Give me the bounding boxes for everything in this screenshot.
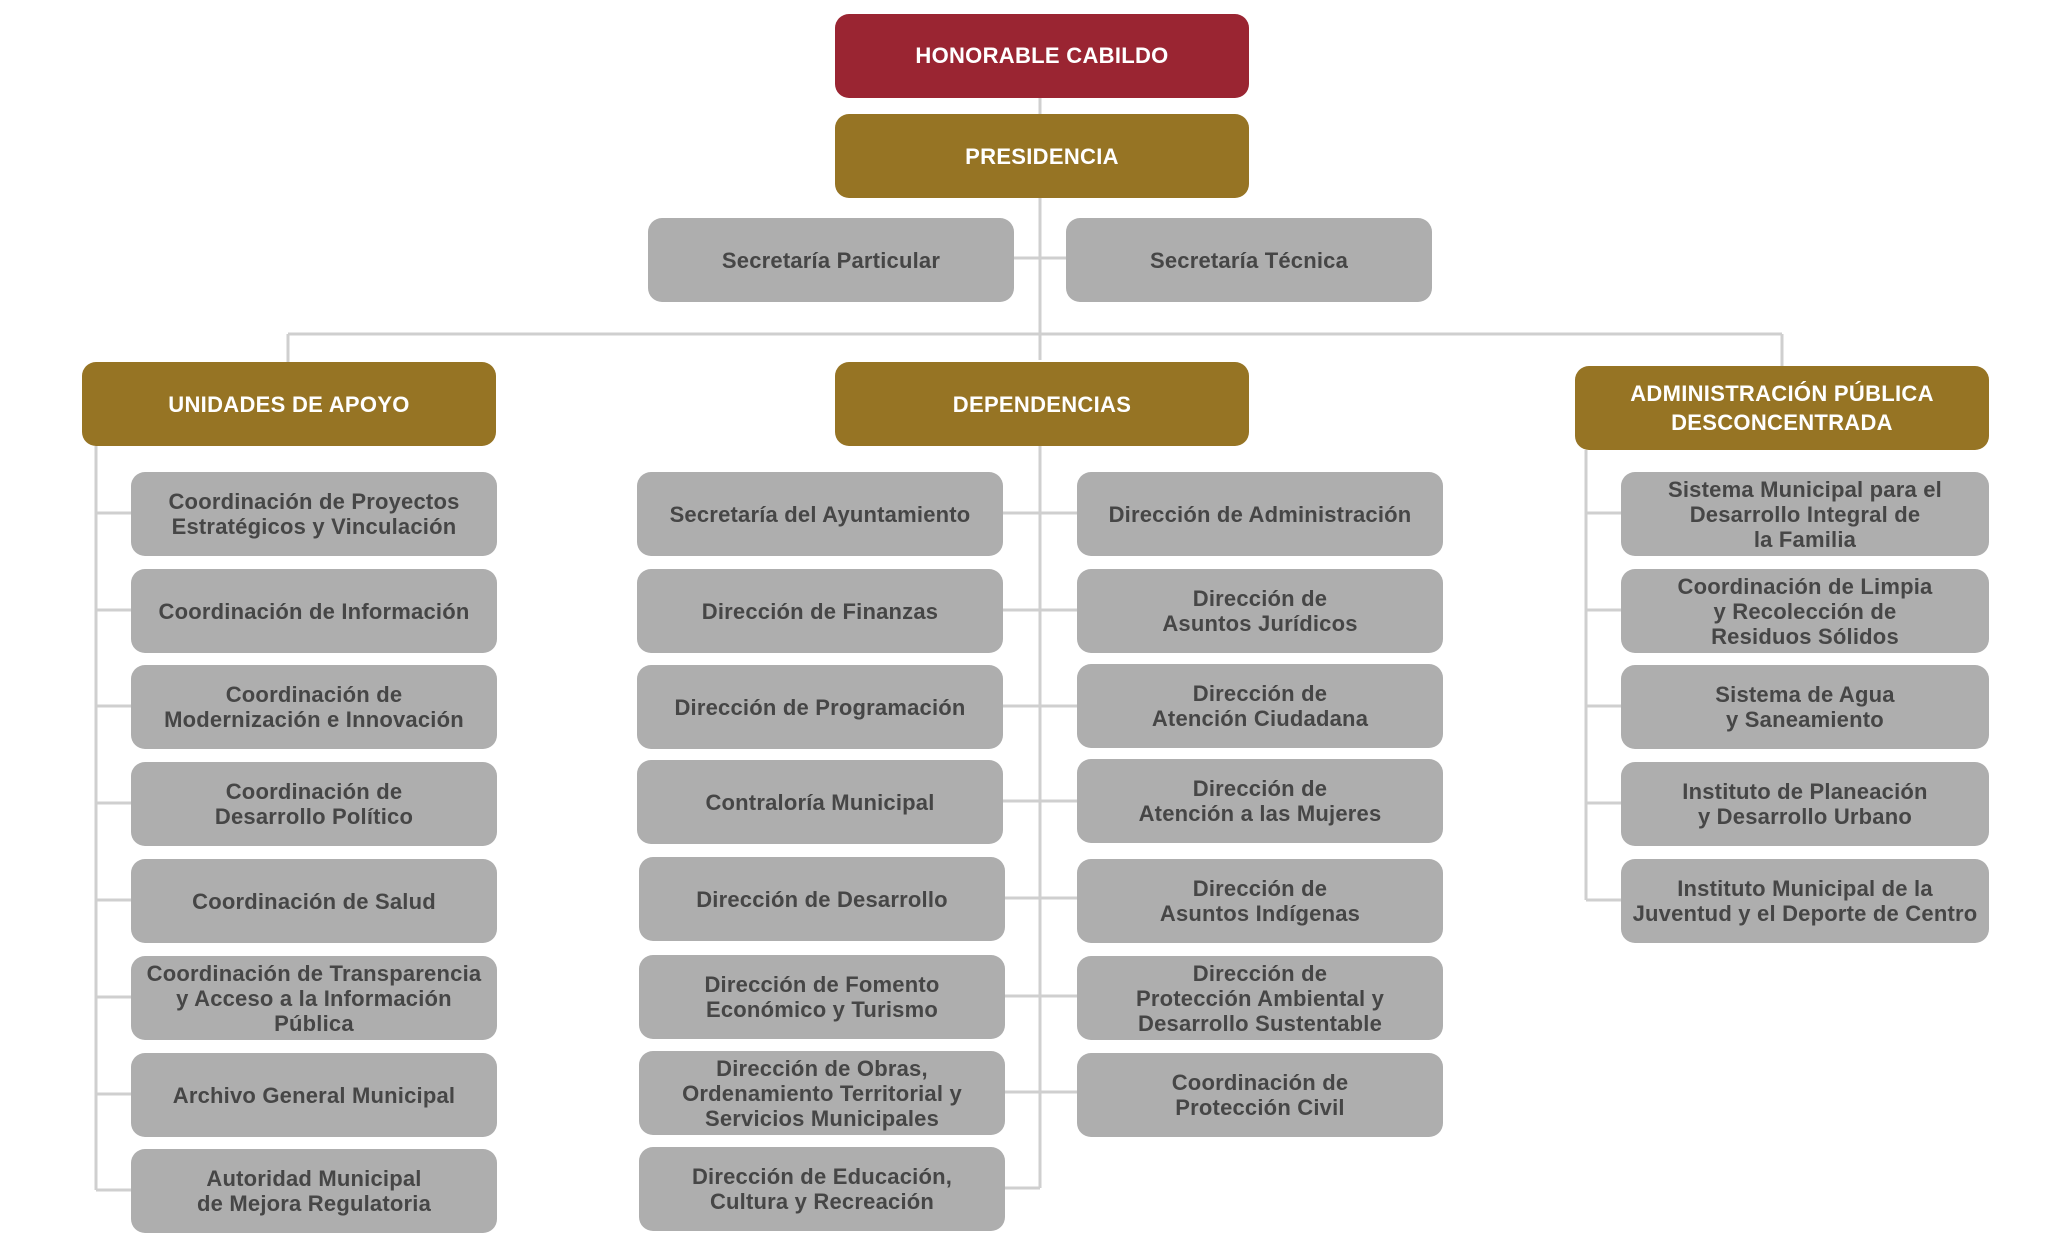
dependencia-item: Contraloría Municipal bbox=[637, 760, 1003, 844]
dependencia-item: Dirección de Educación, Cultura y Recrea… bbox=[639, 1147, 1005, 1231]
dependencia-item: Dirección de Desarrollo bbox=[639, 857, 1005, 941]
dependencia-item: Dirección de Atención a las Mujeres bbox=[1077, 759, 1443, 843]
unidad-item: Coordinación de Desarrollo Político bbox=[131, 762, 497, 846]
dependencias-header: DEPENDENCIAS bbox=[835, 362, 1249, 446]
unidad-item: Archivo General Municipal bbox=[131, 1053, 497, 1137]
dependencia-item: Dirección de Protección Ambiental y Desa… bbox=[1077, 956, 1443, 1040]
unidad-item: Coordinación de Modernización e Innovaci… bbox=[131, 665, 497, 749]
honorable-cabildo-box: HONORABLE CABILDO bbox=[835, 14, 1249, 98]
desconcentrada-item: Sistema de Agua y Saneamiento bbox=[1621, 665, 1989, 749]
dependencia-item: Coordinación de Protección Civil bbox=[1077, 1053, 1443, 1137]
secretaria-particular-box: Secretaría Particular bbox=[648, 218, 1014, 302]
desconcentrada-item: Sistema Municipal para el Desarrollo Int… bbox=[1621, 472, 1989, 556]
unidad-item: Coordinación de Transparencia y Acceso a… bbox=[131, 956, 497, 1040]
dependencia-item: Dirección de Atención Ciudadana bbox=[1077, 664, 1443, 748]
dependencia-item: Dirección de Programación bbox=[637, 665, 1003, 749]
desconcentrada-item: Coordinación de Limpia y Recolección de … bbox=[1621, 569, 1989, 653]
dependencia-item: Dirección de Obras, Ordenamiento Territo… bbox=[639, 1051, 1005, 1135]
dependencia-item: Dirección de Asuntos Indígenas bbox=[1077, 859, 1443, 943]
dependencia-item: Dirección de Fomento Económico y Turismo bbox=[639, 955, 1005, 1039]
administracion-desconcentrada-header: ADMINISTRACIÓN PÚBLICA DESCONCENTRADA bbox=[1575, 366, 1989, 450]
unidad-item: Coordinación de Proyectos Estratégicos y… bbox=[131, 472, 497, 556]
secretaria-tecnica-box: Secretaría Técnica bbox=[1066, 218, 1432, 302]
dependencia-item: Secretaría del Ayuntamiento bbox=[637, 472, 1003, 556]
unidad-item: Autoridad Municipal de Mejora Regulatori… bbox=[131, 1149, 497, 1233]
desconcentrada-item: Instituto de Planeación y Desarrollo Urb… bbox=[1621, 762, 1989, 846]
dependencia-item: Dirección de Finanzas bbox=[637, 569, 1003, 653]
dependencia-item: Dirección de Asuntos Jurídicos bbox=[1077, 569, 1443, 653]
unidad-item: Coordinación de Información bbox=[131, 569, 497, 653]
unidades-de-apoyo-header: UNIDADES DE APOYO bbox=[82, 362, 496, 446]
desconcentrada-item: Instituto Municipal de la Juventud y el … bbox=[1621, 859, 1989, 943]
dependencia-item: Dirección de Administración bbox=[1077, 472, 1443, 556]
presidencia-box: PRESIDENCIA bbox=[835, 114, 1249, 198]
unidad-item: Coordinación de Salud bbox=[131, 859, 497, 943]
